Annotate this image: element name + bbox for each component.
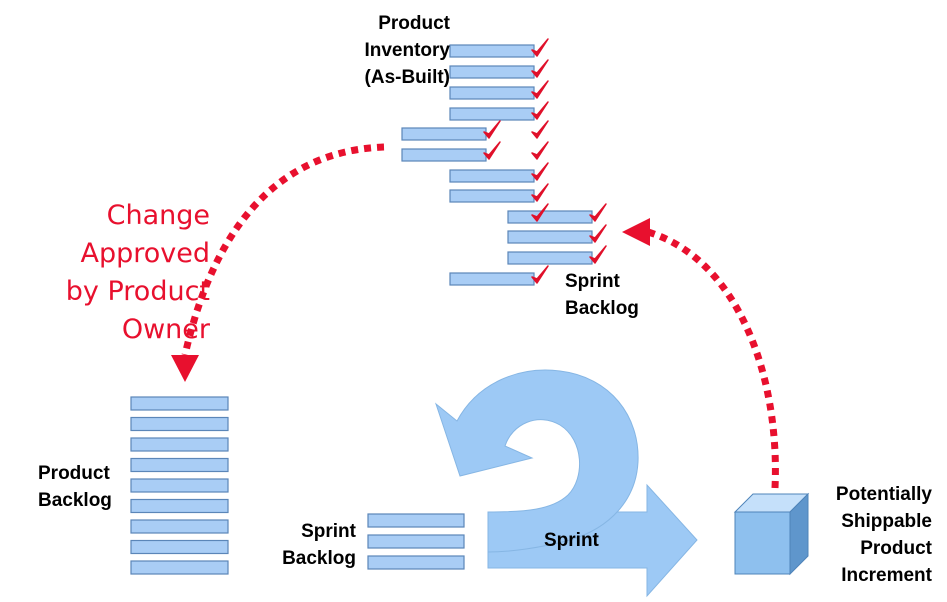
checkmark-icon xyxy=(531,141,549,160)
increment-line: Increment xyxy=(841,565,932,586)
checkmark-icon xyxy=(483,141,501,160)
checkmark-icon xyxy=(531,203,549,222)
inventory-item-bar xyxy=(507,230,593,244)
checkmark-icon xyxy=(589,203,607,222)
increment-label: Potentially Shippable Product Increment xyxy=(812,481,932,589)
inventory-item-bar xyxy=(449,44,535,58)
checkmark-icon xyxy=(531,183,549,202)
product-backlog-item-bar xyxy=(130,416,229,432)
product-backlog-item-bar xyxy=(130,457,229,473)
inventory-item-bar xyxy=(449,86,535,100)
sprint-backlog-item-bar xyxy=(367,555,465,570)
product-inventory-line: (As-Built) xyxy=(364,67,450,88)
inventory-item-bar xyxy=(507,251,593,265)
sprint-label-text: Sprint xyxy=(544,530,599,551)
product-backlog-item-bar xyxy=(130,519,229,534)
product-backlog-item-bar xyxy=(130,396,229,411)
sprint-backlog-item-bar xyxy=(367,534,465,549)
sprint-backlog-top-label: Sprint Backlog xyxy=(565,268,639,322)
change-approved-line: Approved xyxy=(80,238,210,269)
product-backlog-line: Backlog xyxy=(38,490,112,511)
change-approved-label: Change Approved by Product Owner xyxy=(10,197,210,349)
sprint-backlog-top-line: Sprint xyxy=(565,271,620,292)
inventory-checkmarks xyxy=(483,38,607,284)
checkmark-icon xyxy=(531,120,549,139)
change-approved-line: Change xyxy=(106,200,210,231)
inventory-item-bar xyxy=(449,107,535,121)
increment-feedback-arrowhead-icon xyxy=(622,218,650,246)
sprint-backlog-bottom-line: Sprint xyxy=(301,521,356,542)
inventory-item-bar xyxy=(449,189,535,203)
inventory-item-bar xyxy=(401,127,487,141)
inventory-item-bar xyxy=(401,148,487,162)
inventory-item-bar xyxy=(449,169,535,183)
product-backlog-item-bar xyxy=(130,539,229,555)
inventory-item-bar xyxy=(449,272,535,286)
product-increment-cube-icon xyxy=(733,492,810,576)
change-approved-arrowhead-icon xyxy=(171,355,199,382)
checkmark-icon xyxy=(531,162,549,181)
product-backlog-item-bar xyxy=(130,437,229,452)
increment-line: Potentially xyxy=(835,484,932,505)
change-approved-line: by Product xyxy=(65,276,210,307)
sprint-cycle-arrow-icon xyxy=(434,369,698,598)
product-backlog-stack xyxy=(130,396,229,575)
product-backlog-line: Product xyxy=(38,463,110,484)
checkmark-icon xyxy=(531,38,549,57)
checkmark-icon xyxy=(531,101,549,120)
sprint-backlog-bottom-line: Backlog xyxy=(282,548,356,569)
sprint-backlog-top-line: Backlog xyxy=(565,298,639,319)
sprint-backlog-bottom-label: Sprint Backlog xyxy=(272,518,356,572)
product-inventory-line: Inventory xyxy=(364,40,450,61)
product-inventory-line: Product xyxy=(378,13,450,34)
increment-line: Product xyxy=(860,538,932,559)
checkmark-icon xyxy=(483,120,501,139)
checkmark-icon xyxy=(531,265,549,284)
checkmark-icon xyxy=(531,59,549,78)
inventory-item-bar xyxy=(507,210,593,224)
inventory-item-bar xyxy=(449,65,535,79)
product-inventory-label: Product Inventory (As-Built) xyxy=(315,10,450,91)
checkmark-icon xyxy=(589,224,607,243)
sprint-backlog-stack xyxy=(367,513,465,570)
increment-feedback-arrow xyxy=(646,228,779,489)
change-approved-arrow xyxy=(181,143,385,356)
change-approved-line: Owner xyxy=(121,314,210,345)
increment-line: Shippable xyxy=(841,511,932,532)
sprint-label: Sprint xyxy=(544,527,599,554)
product-backlog-item-bar xyxy=(130,560,229,575)
sprint-backlog-item-bar xyxy=(367,513,465,528)
product-backlog-label: Product Backlog xyxy=(38,460,112,514)
checkmark-icon xyxy=(531,80,549,99)
product-backlog-item-bar xyxy=(130,498,229,514)
checkmark-icon xyxy=(589,245,607,264)
product-backlog-item-bar xyxy=(130,478,229,493)
